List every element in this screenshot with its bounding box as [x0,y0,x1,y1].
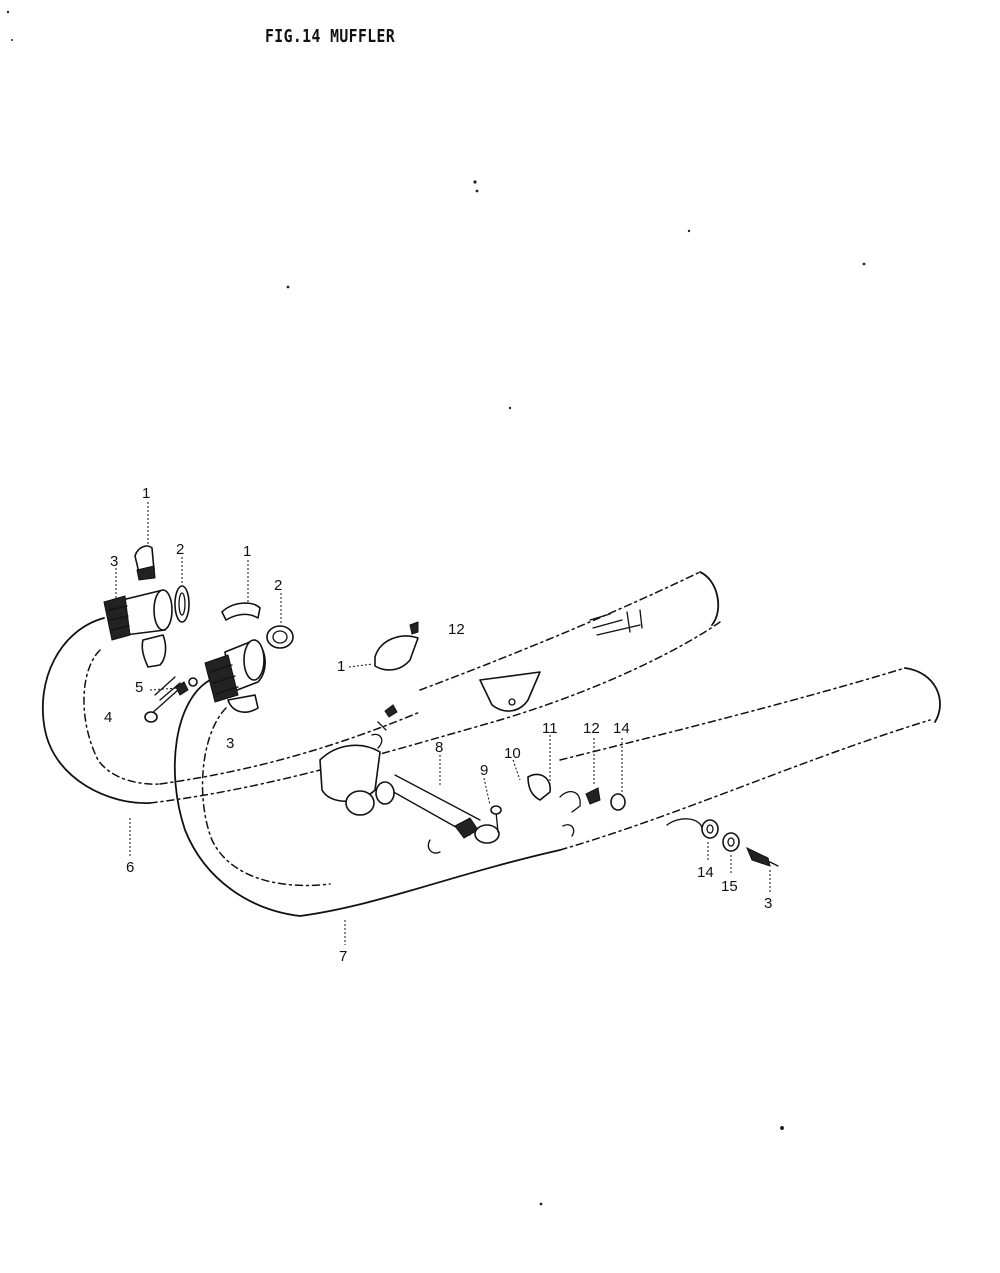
callout-3: 3 [110,553,118,570]
callout-labels: 1 1 1 2 2 3 3 3 4 5 6 7 8 9 10 11 12 12 … [104,485,772,965]
callout-1: 1 [337,658,345,675]
callout-2: 2 [274,577,282,594]
callout-8: 8 [435,739,443,756]
muffler-left-6 [41,571,721,804]
bolt-4-nut-5 [144,676,198,723]
callout-5: 5 [135,679,143,696]
callout-6: 6 [126,859,134,876]
callout-12: 12 [583,720,600,737]
balance-pipe-8 [319,744,500,854]
exhaust-joint-left [103,589,173,641]
cap-11 [374,621,419,671]
callout-15: 15 [721,878,738,895]
callout-3: 3 [764,895,772,912]
callout-10: 10 [504,745,521,762]
muffler-right-7 [173,667,941,917]
gasket-2a [174,585,190,623]
callout-14: 14 [697,864,714,881]
callout-9: 9 [480,762,488,779]
callout-12: 12 [448,621,465,638]
clamp-half-1a [134,545,156,581]
leader-lines [115,502,771,945]
callout-3: 3 [226,735,234,752]
callout-1: 1 [243,543,251,560]
clamp-half-1b [221,602,261,621]
small-fasteners [371,704,779,867]
callout-2: 2 [176,541,184,558]
exhaust-joint-right [204,639,266,713]
callout-4: 4 [104,709,112,726]
figure-title: FIG.14 MUFFLER [265,26,396,47]
clamp-lower-left [141,634,167,668]
callout-1: 1 [142,485,150,502]
callout-11: 11 [542,720,558,737]
gasket-2b [266,625,294,649]
callout-7: 7 [339,948,347,965]
scan-noise [6,10,866,1206]
callout-14: 14 [613,720,630,737]
